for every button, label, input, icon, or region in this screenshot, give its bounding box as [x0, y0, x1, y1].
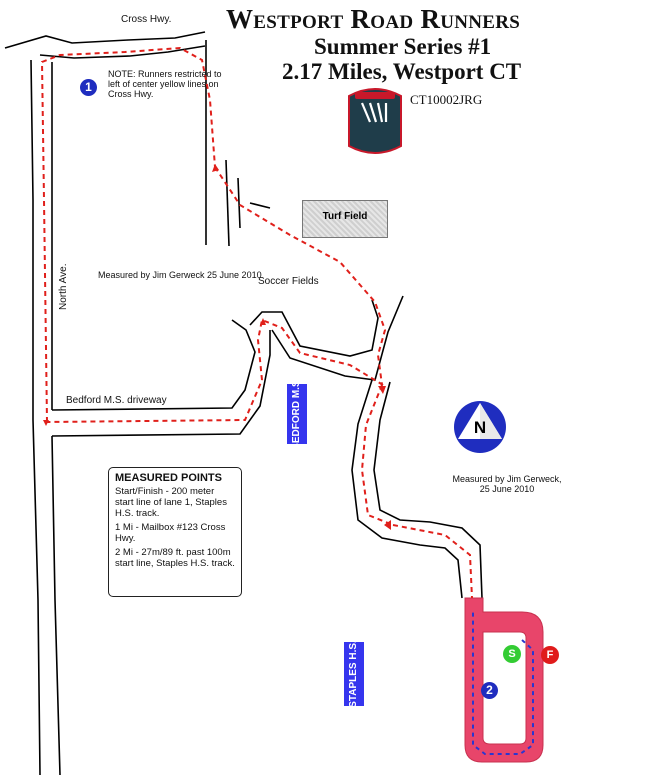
runner-note: NOTE: Runners restricted to left of cent…	[108, 69, 222, 99]
measured-point-item: Start/Finish - 200 meter start line of l…	[115, 486, 227, 519]
north-arrow-icon: N	[454, 401, 506, 453]
cross-hwy-label: Cross Hwy.	[121, 14, 172, 25]
mile-1-marker: 1	[80, 79, 97, 96]
roads	[4, 31, 483, 775]
measured-by-note: Measured by Jim Gerweck 25 June 2010	[98, 270, 262, 280]
measured-point-item: 1 Mi - Mailbox #123 Cross Hwy.	[115, 522, 226, 544]
race-route	[40, 46, 534, 755]
finish-marker: F	[541, 646, 559, 664]
staples-track	[464, 597, 544, 763]
cross-hwy-road	[4, 31, 206, 49]
staples-hs-building: STAPLES H.S.	[344, 640, 364, 708]
north-ave-label: North Ave.	[58, 263, 69, 310]
measured-points-heading: MEASURED POINTS	[115, 472, 222, 484]
certification-code: CT10002JRG	[410, 92, 483, 107]
measured-point-item: 2 Mi - 27m/89 ft. past 100m start line, …	[115, 547, 235, 569]
turf-field: Turf Field	[302, 200, 388, 238]
measured-points-box: MEASURED POINTS Start/Finish - 200 meter…	[108, 467, 242, 597]
race-subtitle: Summer Series #1	[314, 34, 492, 59]
bedford-ms-building: BEDFORD M.S.	[287, 378, 307, 450]
bedford-ms-label: BEDFORD M.S.	[291, 377, 302, 451]
bedford-driveway-label: Bedford M.S. driveway	[66, 395, 167, 406]
bedford-driveway-road	[51, 319, 256, 411]
north-ave-road	[30, 59, 41, 775]
usatf-certified-logo	[348, 88, 402, 154]
measured-by-note-right: Measured by Jim Gerweck, 25 June 2010	[452, 474, 562, 494]
soccer-fields-label: Soccer Fields	[258, 276, 319, 287]
turf-field-label: Turf Field	[322, 211, 368, 222]
mile-2-marker: 2	[481, 682, 498, 699]
start-marker: S	[503, 645, 521, 663]
race-distance-location: 2.17 Miles, Westport CT	[282, 59, 522, 84]
staples-hs-label: STAPLES H.S.	[348, 640, 359, 708]
race-title: Westport Road Runners	[226, 4, 521, 34]
north-letter: N	[474, 418, 486, 437]
route-arrows	[43, 164, 391, 530]
